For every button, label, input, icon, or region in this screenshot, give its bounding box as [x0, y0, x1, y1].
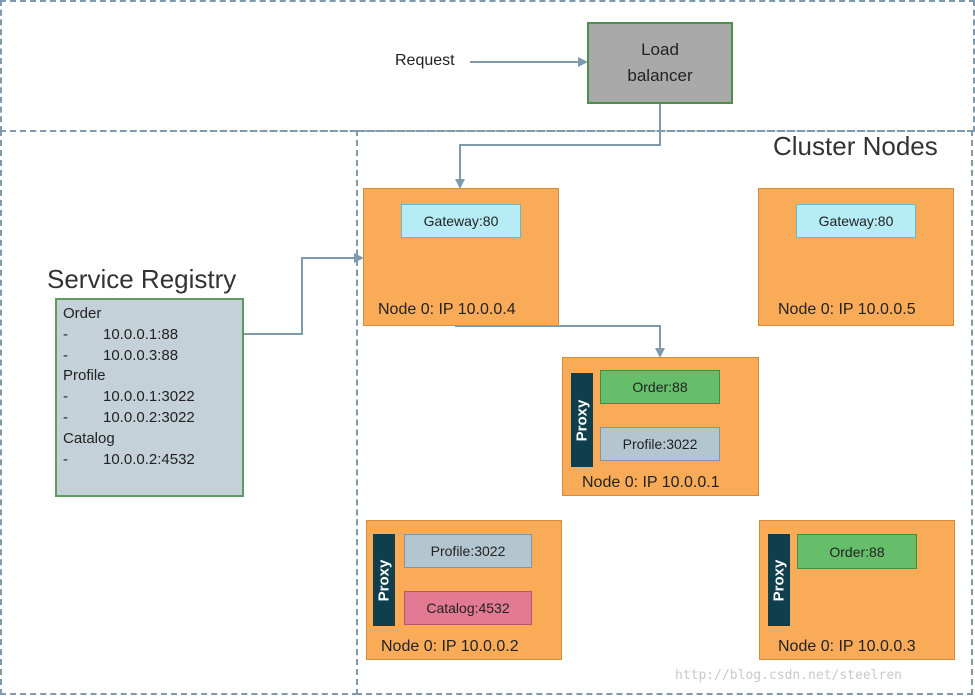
registry-address: -10.0.0.1:88 [63, 325, 179, 343]
profile-service: Profile:3022 [600, 427, 720, 461]
registry-to-node4-arrow [244, 253, 364, 335]
order-service: Order:88 [600, 370, 720, 404]
registry-service-order: Order [63, 305, 102, 322]
catalog-service: Catalog:4532 [404, 591, 532, 625]
service-registry-box: Order -10.0.0.1:88 -10.0.0.3:88 Profile … [55, 298, 244, 497]
registry-service-profile: Profile [63, 367, 106, 385]
proxy-sidecar: Proxy [571, 373, 593, 467]
load-balancer-line1: Load [641, 40, 679, 59]
node-label: Node 0: IP 10.0.0.5 [778, 301, 916, 318]
cluster-nodes-title: Cluster Nodes [773, 131, 938, 161]
load-balancer-line2: balancer [627, 66, 693, 85]
gateway-service: Gateway:80 [401, 204, 521, 238]
proxy-sidecar: Proxy [768, 534, 790, 626]
registry-address: -10.0.0.2:4532 [63, 450, 195, 468]
node-10-0-0-3: Proxy Order:88 Node 0: IP 10.0.0.3 [759, 520, 955, 660]
proxy-sidecar: Proxy [373, 534, 395, 626]
node-label: Node 0: IP 10.0.0.2 [381, 638, 519, 655]
order-service: Order:88 [797, 534, 917, 569]
node-label: Node 0: IP 10.0.0.3 [778, 638, 916, 655]
lb-to-node4-arrow [455, 104, 661, 189]
registry-address: -10.0.0.1:3022 [63, 388, 195, 406]
cluster-zone [356, 130, 973, 695]
node-label: Node 0: IP 10.0.0.1 [582, 474, 720, 491]
node-10-0-0-4: Gateway:80 Node 0: IP 10.0.0.4 [363, 188, 559, 326]
node4-to-node1-arrow [455, 325, 665, 358]
gateway-service: Gateway:80 [796, 204, 916, 238]
service-registry-title: Service Registry [47, 264, 237, 294]
node-10-0-0-5: Gateway:80 Node 0: IP 10.0.0.5 [758, 188, 954, 326]
node-label: Node 0: IP 10.0.0.4 [378, 301, 516, 318]
node-10-0-0-2: Proxy Profile:3022 Catalog:4532 Node 0: … [366, 520, 562, 660]
load-balancer: Load balancer [587, 22, 733, 104]
node-10-0-0-1: Proxy Order:88 Profile:3022 Node 0: IP 1… [562, 357, 759, 496]
registry-address: -10.0.0.3:88 [63, 346, 179, 364]
profile-service: Profile:3022 [404, 534, 532, 568]
watermark: http://blog.csdn.net/steelren [675, 668, 902, 683]
registry-address: -10.0.0.2:3022 [63, 408, 195, 426]
request-label: Request [395, 52, 455, 69]
registry-service-catalog: Catalog [63, 429, 115, 447]
